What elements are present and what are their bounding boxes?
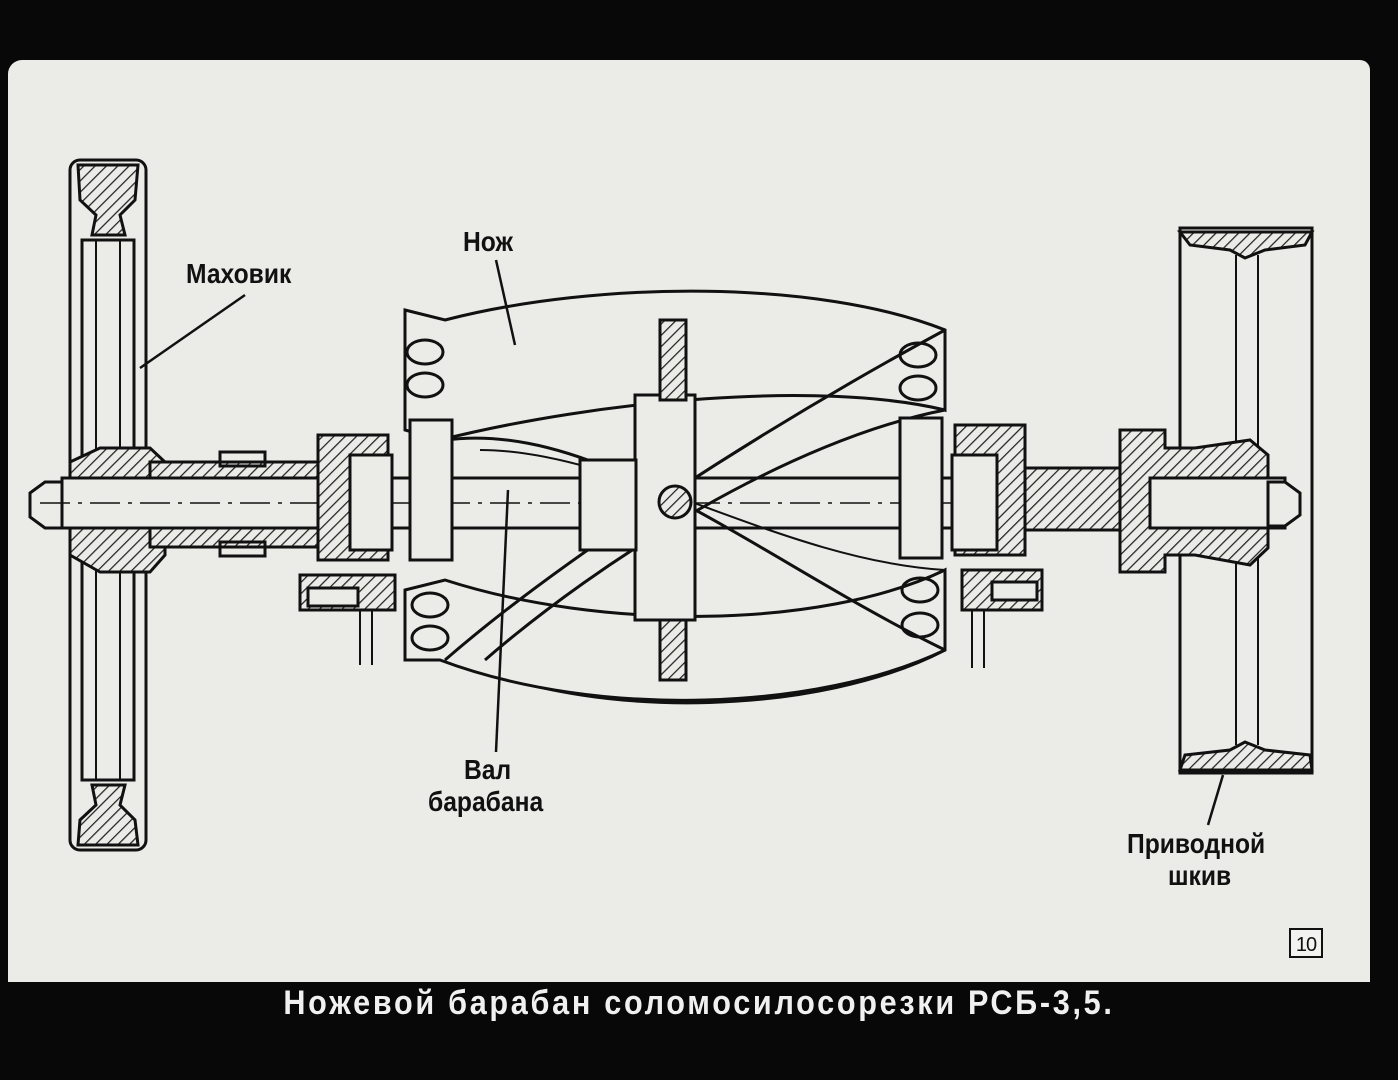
pulley-label-line2: шкив	[1168, 860, 1232, 891]
knife-drum	[403, 289, 947, 705]
drive-pulley-part	[1118, 226, 1315, 775]
left-bearing	[298, 433, 397, 665]
shaft-label-line2: барабана	[428, 786, 544, 817]
right-bearing	[950, 423, 1122, 668]
slide-caption: Ножевой барабан соломосилосорезки РСБ-3,…	[283, 984, 1115, 1022]
knife-label: Нож	[463, 226, 513, 257]
flywheel-label: Маховик	[186, 258, 292, 289]
leader-lines	[139, 259, 1225, 826]
page-number: 10	[1289, 928, 1323, 958]
pulley-label-line1: Приводной	[1127, 828, 1266, 859]
shaft-label-line1: Вал	[464, 754, 512, 785]
